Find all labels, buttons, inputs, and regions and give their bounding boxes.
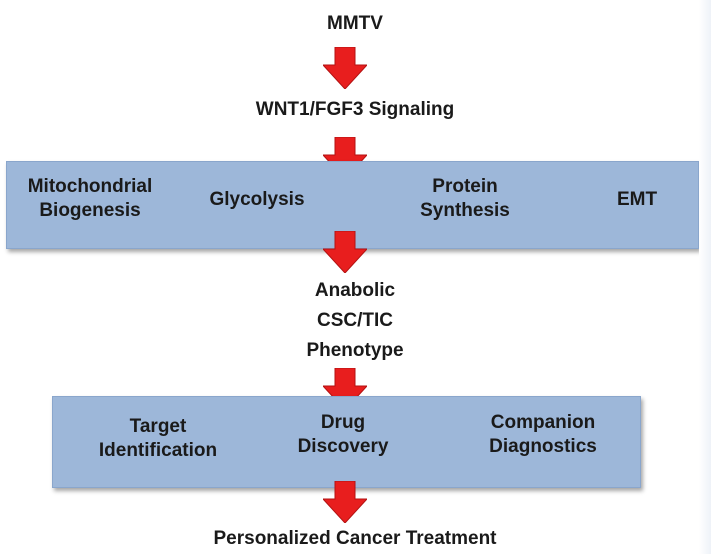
mmtv-label: MMTV (327, 13, 383, 34)
companion-diagnostics-label: Companion Diagnostics (489, 412, 597, 457)
signaling-label: WNT1/FGF3 Signaling (255, 99, 455, 120)
protein-synthesis-label: Protein Synthesis (420, 176, 510, 221)
target-identification-label: Target Identification (98, 416, 218, 461)
down-arrow-icon (323, 47, 367, 89)
applications-band: Target Identification Drug Discovery Com… (52, 396, 641, 488)
right-edge-shade (699, 0, 711, 554)
down-arrow-icon (323, 231, 367, 273)
down-arrow-icon (323, 481, 367, 523)
phenotype-label: Anabolic CSC/TIC Phenotype (306, 280, 404, 361)
personalized-treatment-label: Personalized Cancer Treatment (213, 528, 497, 549)
mitochondrial-biogenesis-label: Mitochondrial Biogenesis (27, 176, 153, 221)
glycolysis-label: Glycolysis (209, 189, 305, 210)
drug-discovery-label: Drug Discovery (297, 412, 389, 457)
emt-label: EMT (616, 189, 658, 210)
